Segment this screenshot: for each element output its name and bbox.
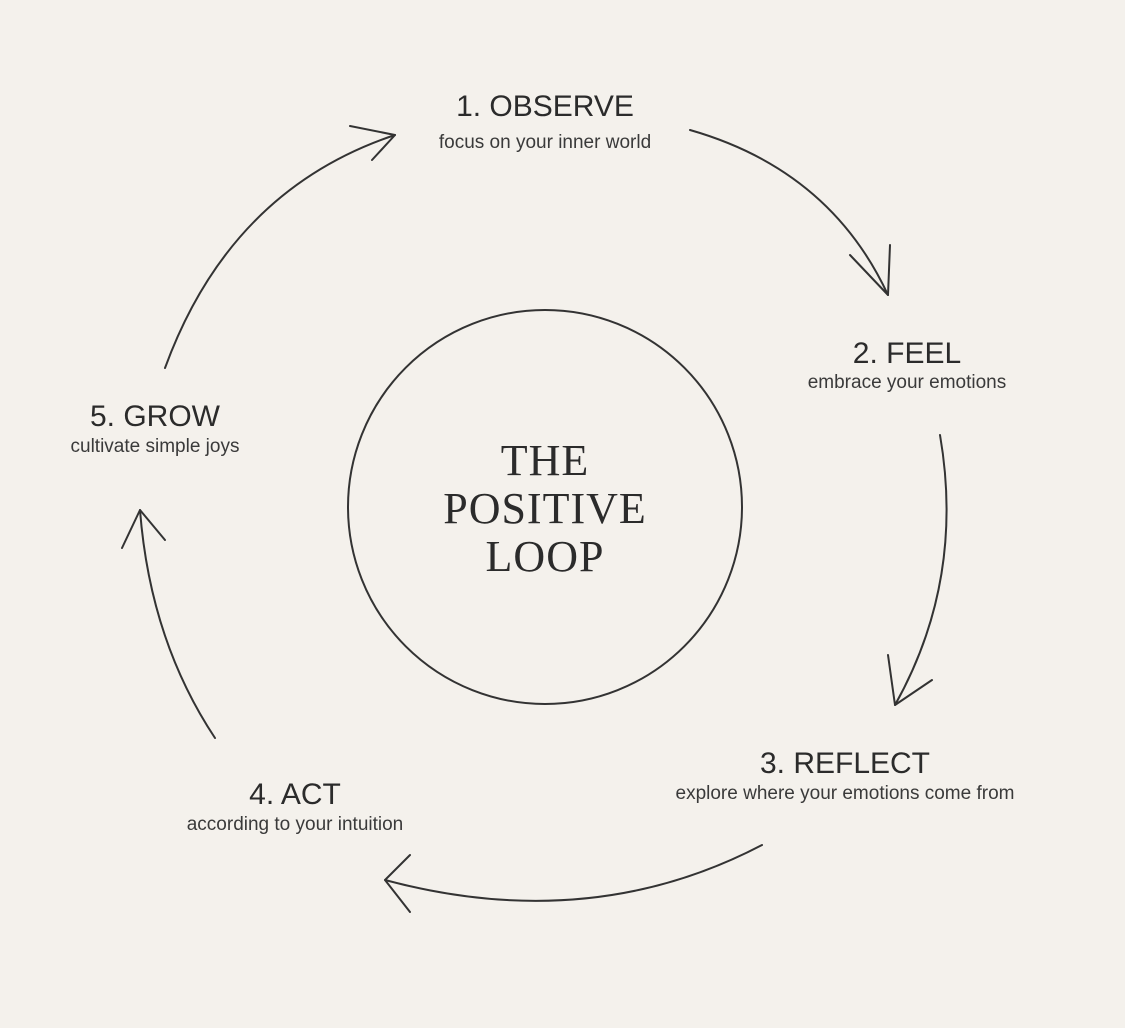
step-title: 1. OBSERVE xyxy=(456,90,634,123)
arrow-feel-to-reflect xyxy=(887,434,948,706)
step-grow: 5. GROW cultivate simple joys xyxy=(71,400,240,457)
step-feel: 2. FEEL embrace your emotions xyxy=(808,337,1007,393)
step-act: 4. ACT according to your intuition xyxy=(187,778,404,835)
step-subtitle: embrace your emotions xyxy=(808,372,1007,393)
step-observe: 1. OBSERVE focus on your inner world xyxy=(439,90,651,153)
arrowhead-icon xyxy=(887,654,933,706)
step-subtitle: according to your intuition xyxy=(187,814,404,835)
step-subtitle: explore where your emotions come from xyxy=(676,783,1015,804)
center-circle xyxy=(347,309,743,705)
arrowhead-icon xyxy=(384,854,411,913)
arrow-grow-to-observe xyxy=(164,125,396,369)
center-title-line1: THE xyxy=(501,436,590,485)
step-title: 4. ACT xyxy=(249,778,341,811)
step-title: 2. FEEL xyxy=(853,337,961,370)
arrow-reflect-to-act xyxy=(384,844,763,913)
center-title-line3: LOOP xyxy=(486,532,605,581)
step-title: 3. REFLECT xyxy=(760,747,930,780)
center-title-line2: POSITIVE xyxy=(443,484,647,533)
arrowhead-icon xyxy=(349,125,396,161)
step-subtitle: cultivate simple joys xyxy=(71,436,240,457)
step-reflect: 3. REFLECT explore where your emotions c… xyxy=(676,747,1015,804)
arrowhead-icon xyxy=(121,509,166,549)
step-subtitle: focus on your inner world xyxy=(439,132,651,153)
step-title: 5. GROW xyxy=(90,400,221,433)
arrow-observe-to-feel xyxy=(689,129,891,296)
center-circle-group: THE POSITIVE LOOP xyxy=(347,309,743,705)
arrow-act-to-grow xyxy=(121,509,216,739)
arrowhead-icon xyxy=(849,244,891,296)
